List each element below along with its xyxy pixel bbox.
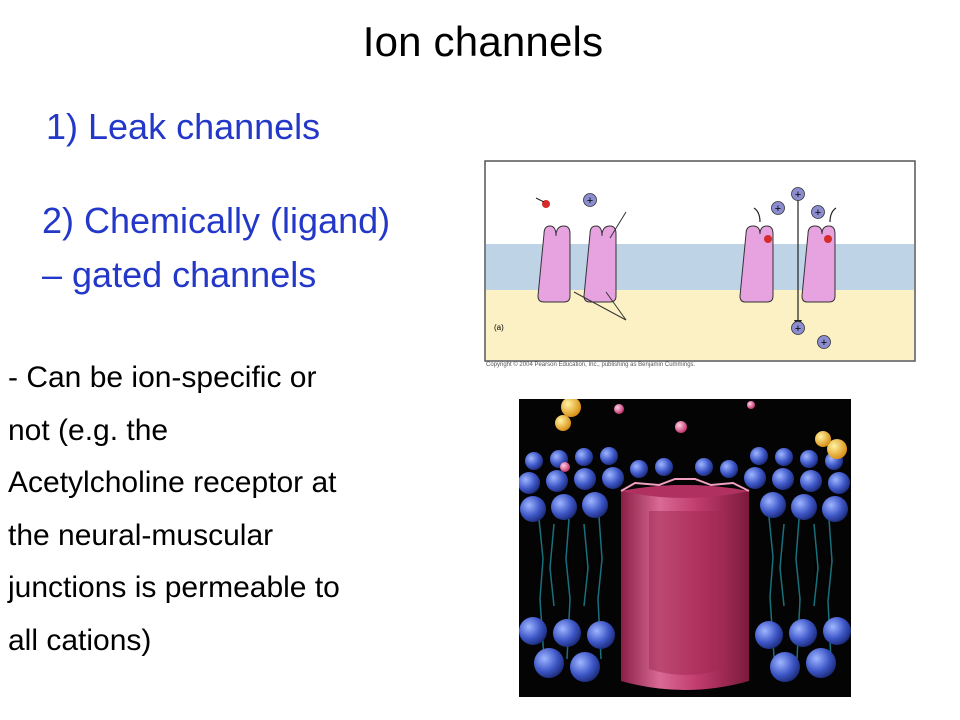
ion-icon: + [771,201,785,215]
list-item-ligand-gated-channels: 2) Chemically (ligand) – gated channels [42,194,472,302]
lipid-tails [538,516,833,662]
note-line: - Can be ion-specific or [8,361,317,394]
ligand-gated-channel-open [739,200,837,328]
ion-icon: + [583,193,597,207]
ion-icon [827,439,847,459]
svg-text:+: + [815,207,821,219]
ligand-icon [824,235,832,243]
svg-text:+: + [775,203,781,215]
svg-text:+: + [821,337,827,349]
note-line: junctions is permeable to [8,571,340,604]
ion-icon: + [791,187,805,201]
slide-title: Ion channels [362,18,604,65]
list-item-leak-channels: 1) Leak channels [46,106,321,147]
ion-icon: + [791,321,805,335]
ion-icon [560,462,570,472]
ion-icon [614,404,624,414]
channel-diagram: (a) + + + + + + [484,160,916,362]
ion-icon: + [811,205,825,219]
ion-icon [561,399,581,417]
list-item-line-2: – gated channels [42,254,317,295]
lipid-heads-bottom [519,617,851,682]
ion-icon [815,431,831,447]
note-text: - Can be ion-specific or not (e.g. the A… [8,352,458,667]
svg-text:+: + [795,189,801,201]
ion-icon [747,401,755,409]
note-line: Acetylcholine receptor at [8,466,337,499]
copyright-caption: Copyright © 2004 Pearson Education, Inc.… [486,362,696,368]
svg-text:+: + [795,323,801,335]
svg-text:+: + [587,195,593,207]
list-item-line-1: 2) Chemically (ligand) [42,200,391,241]
note-line: not (e.g. the [8,413,169,447]
lipid-heads-top [519,447,850,522]
ion-icon: + [817,335,831,349]
panel-label: (a) [494,323,504,332]
note-line: the neural-muscular [8,518,274,552]
leak-channel-left [537,211,627,321]
pore-protein [620,478,750,690]
ion-icon [675,421,687,433]
ion-icon [555,415,571,431]
ligand-icon [764,235,772,243]
channel-3d-illustration [519,399,851,697]
note-line: all cations) [8,623,152,657]
